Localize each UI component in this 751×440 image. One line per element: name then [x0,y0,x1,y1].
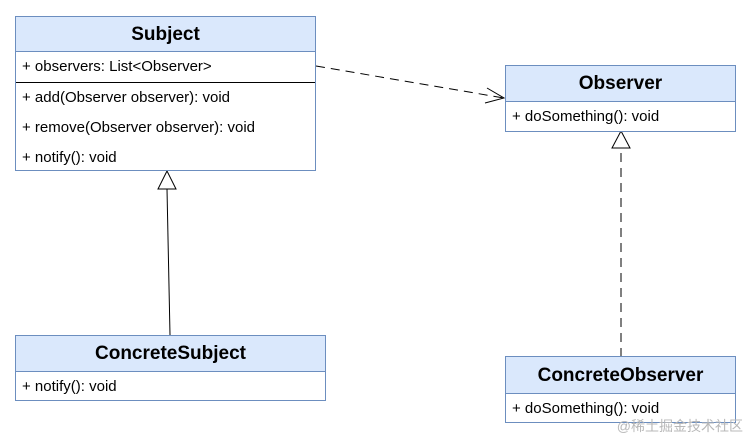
class-concrete-subject-operations: + notify(): void [16,372,325,402]
class-concrete-observer-operations: + doSomething(): void [506,394,735,424]
class-operation: + add(Observer observer): void [22,89,231,106]
class-observer-name: Observer [506,66,735,102]
class-subject-name: Subject [16,17,315,52]
dependency-open-arrowhead [484,87,506,104]
class-concrete-observer-name: ConcreteObserver [506,357,735,394]
class-operation: + remove(Observer observer): void [22,119,255,136]
class-concrete-subject: ConcreteSubject + notify(): void [15,335,326,401]
class-concrete-observer: ConcreteObserver + doSomething(): void [505,356,736,423]
realization-hollow-triangle [611,129,631,149]
class-concrete-subject-name: ConcreteSubject [16,336,325,372]
watermark: @稀土掘金技术社区 [616,418,743,434]
class-subject-operations: + add(Observer observer): void + remove(… [16,83,315,173]
class-subject: Subject + observers: List<Observer> + ad… [15,16,316,171]
dependency-subject-observer-line [315,65,505,99]
class-subject-attributes: + observers: List<Observer> [16,52,315,83]
class-observer: Observer + doSomething(): void [505,65,736,132]
class-operation: + notify(): void [22,149,117,166]
class-operation: + doSomething(): void [512,108,660,125]
class-observer-operations: + doSomething(): void [506,102,735,132]
class-attribute: + observers: List<Observer> [22,58,212,75]
class-operation: + notify(): void [22,378,117,395]
generalization-hollow-triangle [157,169,177,190]
class-operation: + doSomething(): void [512,400,660,417]
generalization-concretesubject-subject-line [166,188,171,336]
